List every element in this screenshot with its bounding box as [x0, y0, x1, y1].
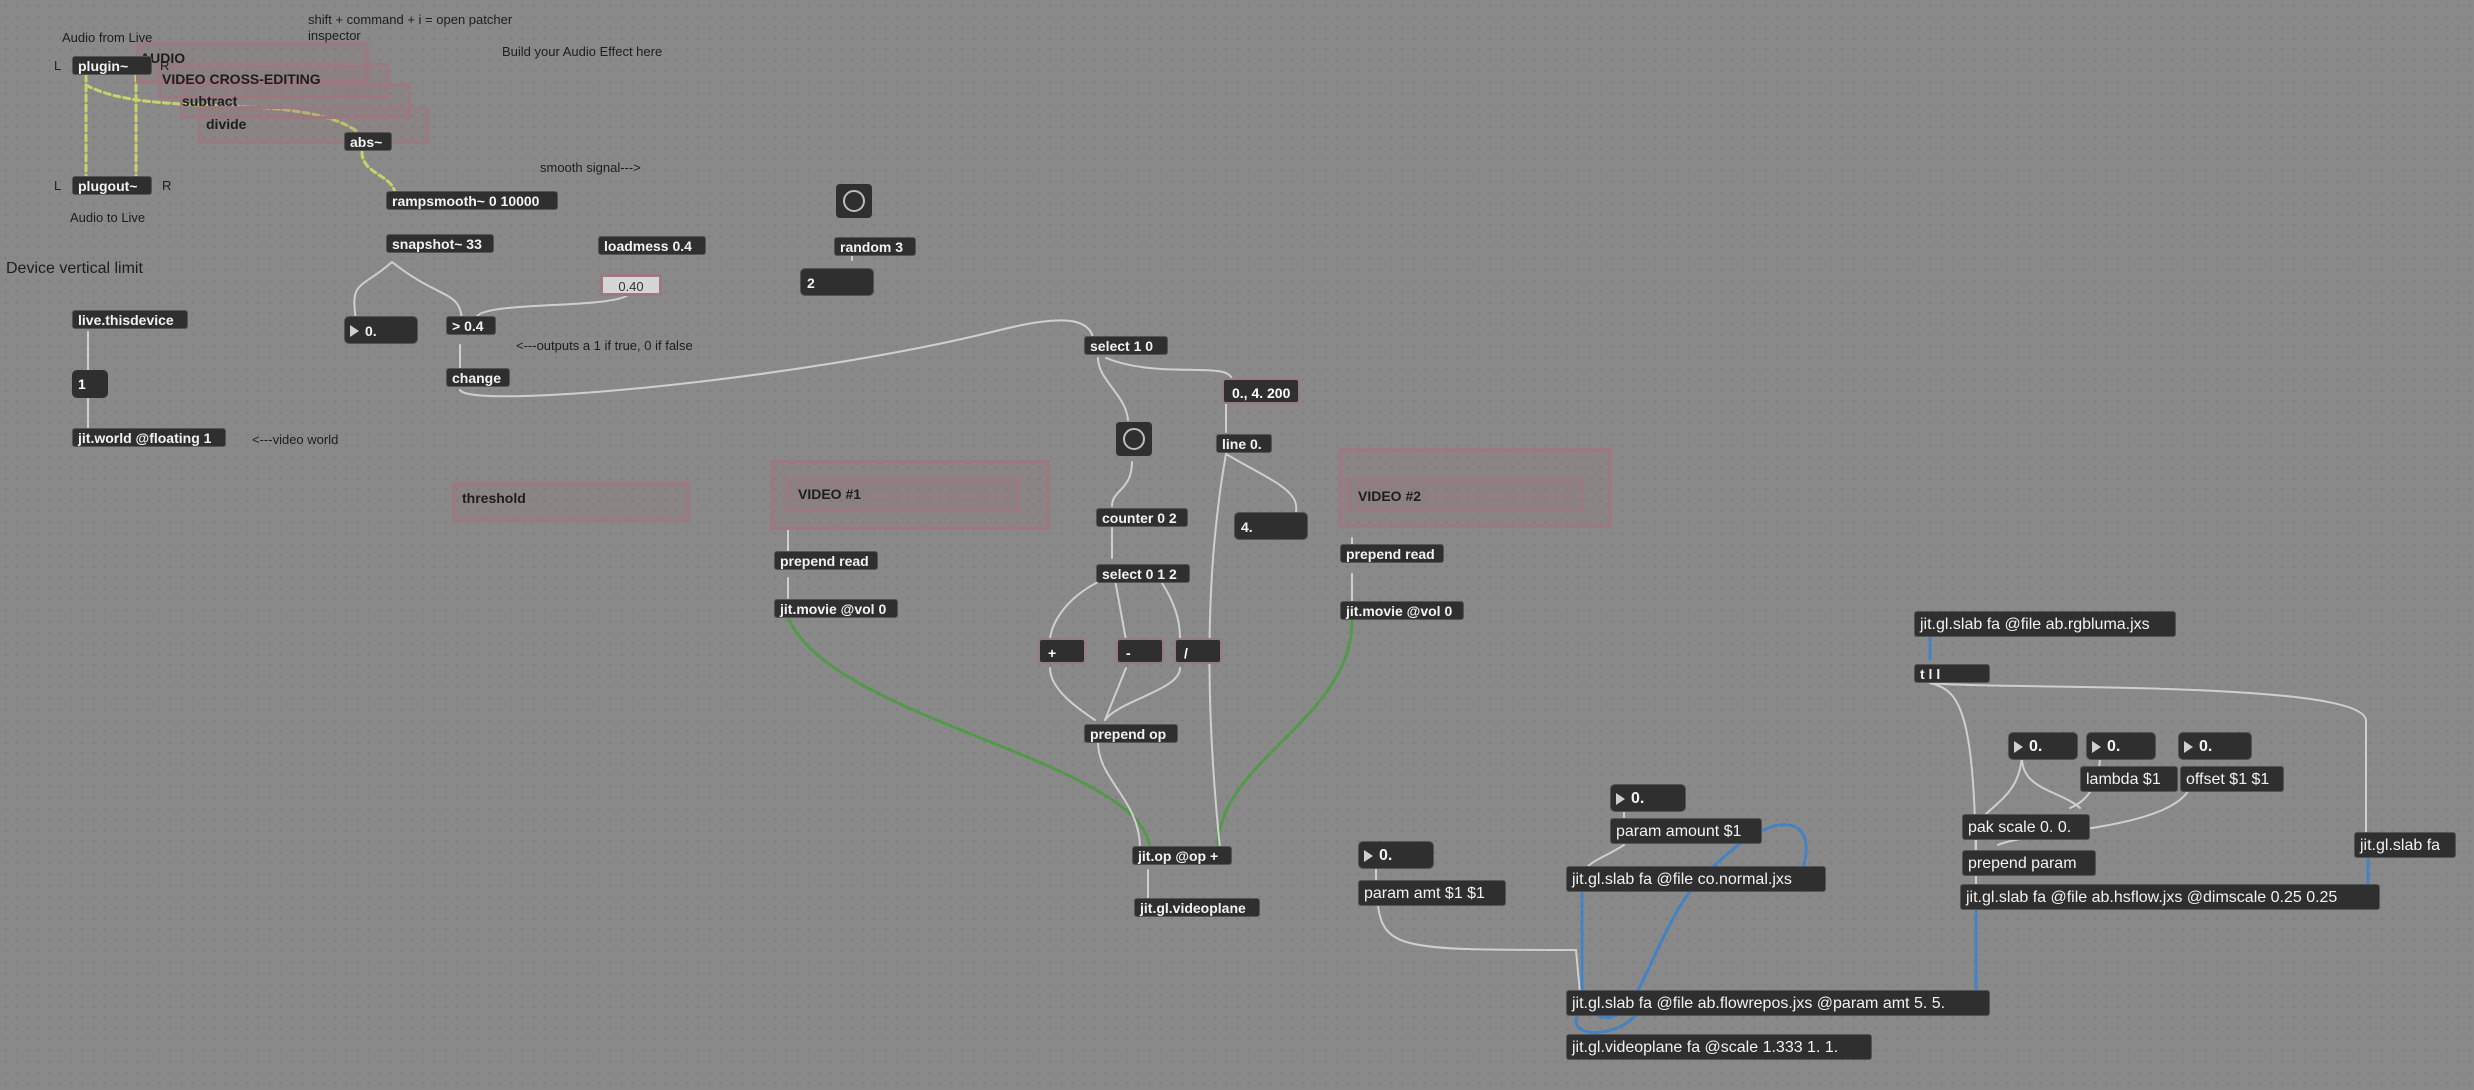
comment-channel-r-in: R [160, 58, 170, 73]
comment-channel-l-in: L [54, 58, 62, 73]
object-loadmess[interactable]: loadmess 0.4 [598, 236, 706, 255]
object-offset[interactable]: offset $1 $1 [2180, 766, 2284, 792]
object-prepend-read-1[interactable]: prepend read [774, 551, 878, 570]
panel-subtract [180, 83, 411, 119]
object-slab-normal[interactable]: jit.gl.slab fa @file co.normal.jxs [1566, 866, 1826, 892]
object-pak-scale[interactable]: pak scale 0. 0. [1962, 814, 2090, 840]
number-line-out[interactable]: 4. [1234, 512, 1308, 540]
comment-video-world-hint: <---video world [252, 432, 339, 447]
object-jit-gl-videoplane[interactable]: jit.gl.videoplane [1134, 898, 1260, 917]
panel-video2-label: VIDEO #2 [1358, 488, 1422, 504]
object-prepend-param[interactable]: prepend param [1962, 850, 2096, 876]
object-greater-than[interactable]: > 0.4 [446, 316, 496, 335]
panel-threshold [452, 482, 690, 522]
object-jit-movie-1[interactable]: jit.movie @vol 0 [774, 599, 898, 618]
message-divide[interactable]: / [1174, 638, 1222, 664]
object-slab-rgbluma[interactable]: jit.gl.slab fa @file ab.rgbluma.jxs [1914, 611, 2176, 637]
object-plugout[interactable]: plugout~ [72, 176, 152, 195]
object-line[interactable]: line 0. [1216, 434, 1272, 453]
message-minus[interactable]: - [1116, 638, 1164, 664]
object-prepend-read-2[interactable]: prepend read [1340, 544, 1444, 563]
panel-video1 [770, 460, 1050, 530]
object-slab-fa[interactable]: jit.gl.slab fa [2354, 832, 2456, 858]
panel-video-cross-editing-label: VIDEO CROSS-EDITING [162, 71, 321, 87]
panel-subtract-label: subtract [182, 93, 238, 109]
object-slab-flowrepos[interactable]: jit.gl.slab fa @file ab.flowrepos.jxs @p… [1566, 990, 1990, 1016]
panel-video1-inner [786, 478, 1020, 512]
number-lambda-val[interactable]: 0. [2086, 732, 2156, 760]
object-select-1-0[interactable]: select 1 0 [1084, 336, 1168, 355]
number-snapshot-out[interactable]: 0. [344, 316, 418, 344]
object-slab-hsflow[interactable]: jit.gl.slab fa @file ab.hsflow.jxs @dims… [1960, 884, 2380, 910]
comment-inspector-hint: shift + command + i = open patcher inspe… [308, 12, 513, 43]
object-param-amount[interactable]: param amount $1 [1610, 818, 1762, 844]
message-plus[interactable]: + [1038, 638, 1086, 664]
object-jit-op[interactable]: jit.op @op + [1132, 846, 1232, 865]
panel-video1-label: VIDEO #1 [798, 486, 862, 502]
comment-outputs-hint: <---outputs a 1 if true, 0 if false [516, 338, 693, 353]
comment-audio-to-live: Audio to Live [70, 210, 146, 225]
object-videoplane-scale[interactable]: jit.gl.videoplane fa @scale 1.333 1. 1. [1566, 1034, 1872, 1060]
bang-counter[interactable] [1116, 422, 1152, 456]
number-amt[interactable]: 0. [1358, 841, 1434, 869]
object-live-thisdevice[interactable]: live.thisdevice [72, 310, 188, 329]
bang-random[interactable] [836, 184, 872, 218]
object-plugin[interactable]: plugin~ [72, 56, 152, 75]
object-snapshot[interactable]: snapshot~ 33 [386, 234, 494, 253]
panel-threshold-label: threshold [462, 490, 526, 506]
object-lambda[interactable]: lambda $1 [2080, 766, 2178, 792]
number-scale-a[interactable]: 0. [2008, 732, 2078, 760]
panel-video-cross-editing [158, 63, 389, 99]
object-param-amt[interactable]: param amt $1 $1 [1358, 880, 1506, 906]
comment-device-vertical-limit: Device vertical limit [6, 260, 143, 277]
number-toggle[interactable]: 1 [72, 370, 108, 398]
comment-smooth-signal: smooth signal---> [540, 160, 641, 175]
number-amount[interactable]: 0. [1610, 784, 1686, 812]
number-random-out[interactable]: 2 [800, 268, 874, 296]
comment-audio-from-live: Audio from Live [62, 30, 153, 45]
object-counter[interactable]: counter 0 2 [1096, 508, 1188, 527]
object-jit-movie-2[interactable]: jit.movie @vol 0 [1340, 601, 1464, 620]
panel-video2 [1338, 448, 1612, 528]
number-offset-val[interactable]: 0. [2178, 732, 2252, 760]
number-threshold-value[interactable]: 0.40 [600, 274, 662, 296]
object-random[interactable]: random 3 [834, 237, 916, 256]
message-ramp[interactable]: 0., 4. 200 [1222, 378, 1300, 404]
object-change[interactable]: change [446, 368, 510, 387]
object-abs[interactable]: abs~ [344, 132, 392, 151]
object-rampsmooth[interactable]: rampsmooth~ 0 10000 [386, 191, 558, 210]
object-jit-world[interactable]: jit.world @floating 1 [72, 428, 226, 447]
panel-video2-inner [1346, 478, 1584, 512]
comment-channel-r-out: R [162, 178, 172, 193]
panel-divide-label: divide [206, 116, 247, 132]
object-trigger[interactable]: t l l [1914, 664, 1990, 683]
object-select-0-1-2[interactable]: select 0 1 2 [1096, 564, 1190, 583]
comment-channel-l-out: L [54, 178, 62, 193]
object-prepend-op[interactable]: prepend op [1084, 724, 1178, 743]
comment-build-effect: Build your Audio Effect here [502, 44, 663, 59]
